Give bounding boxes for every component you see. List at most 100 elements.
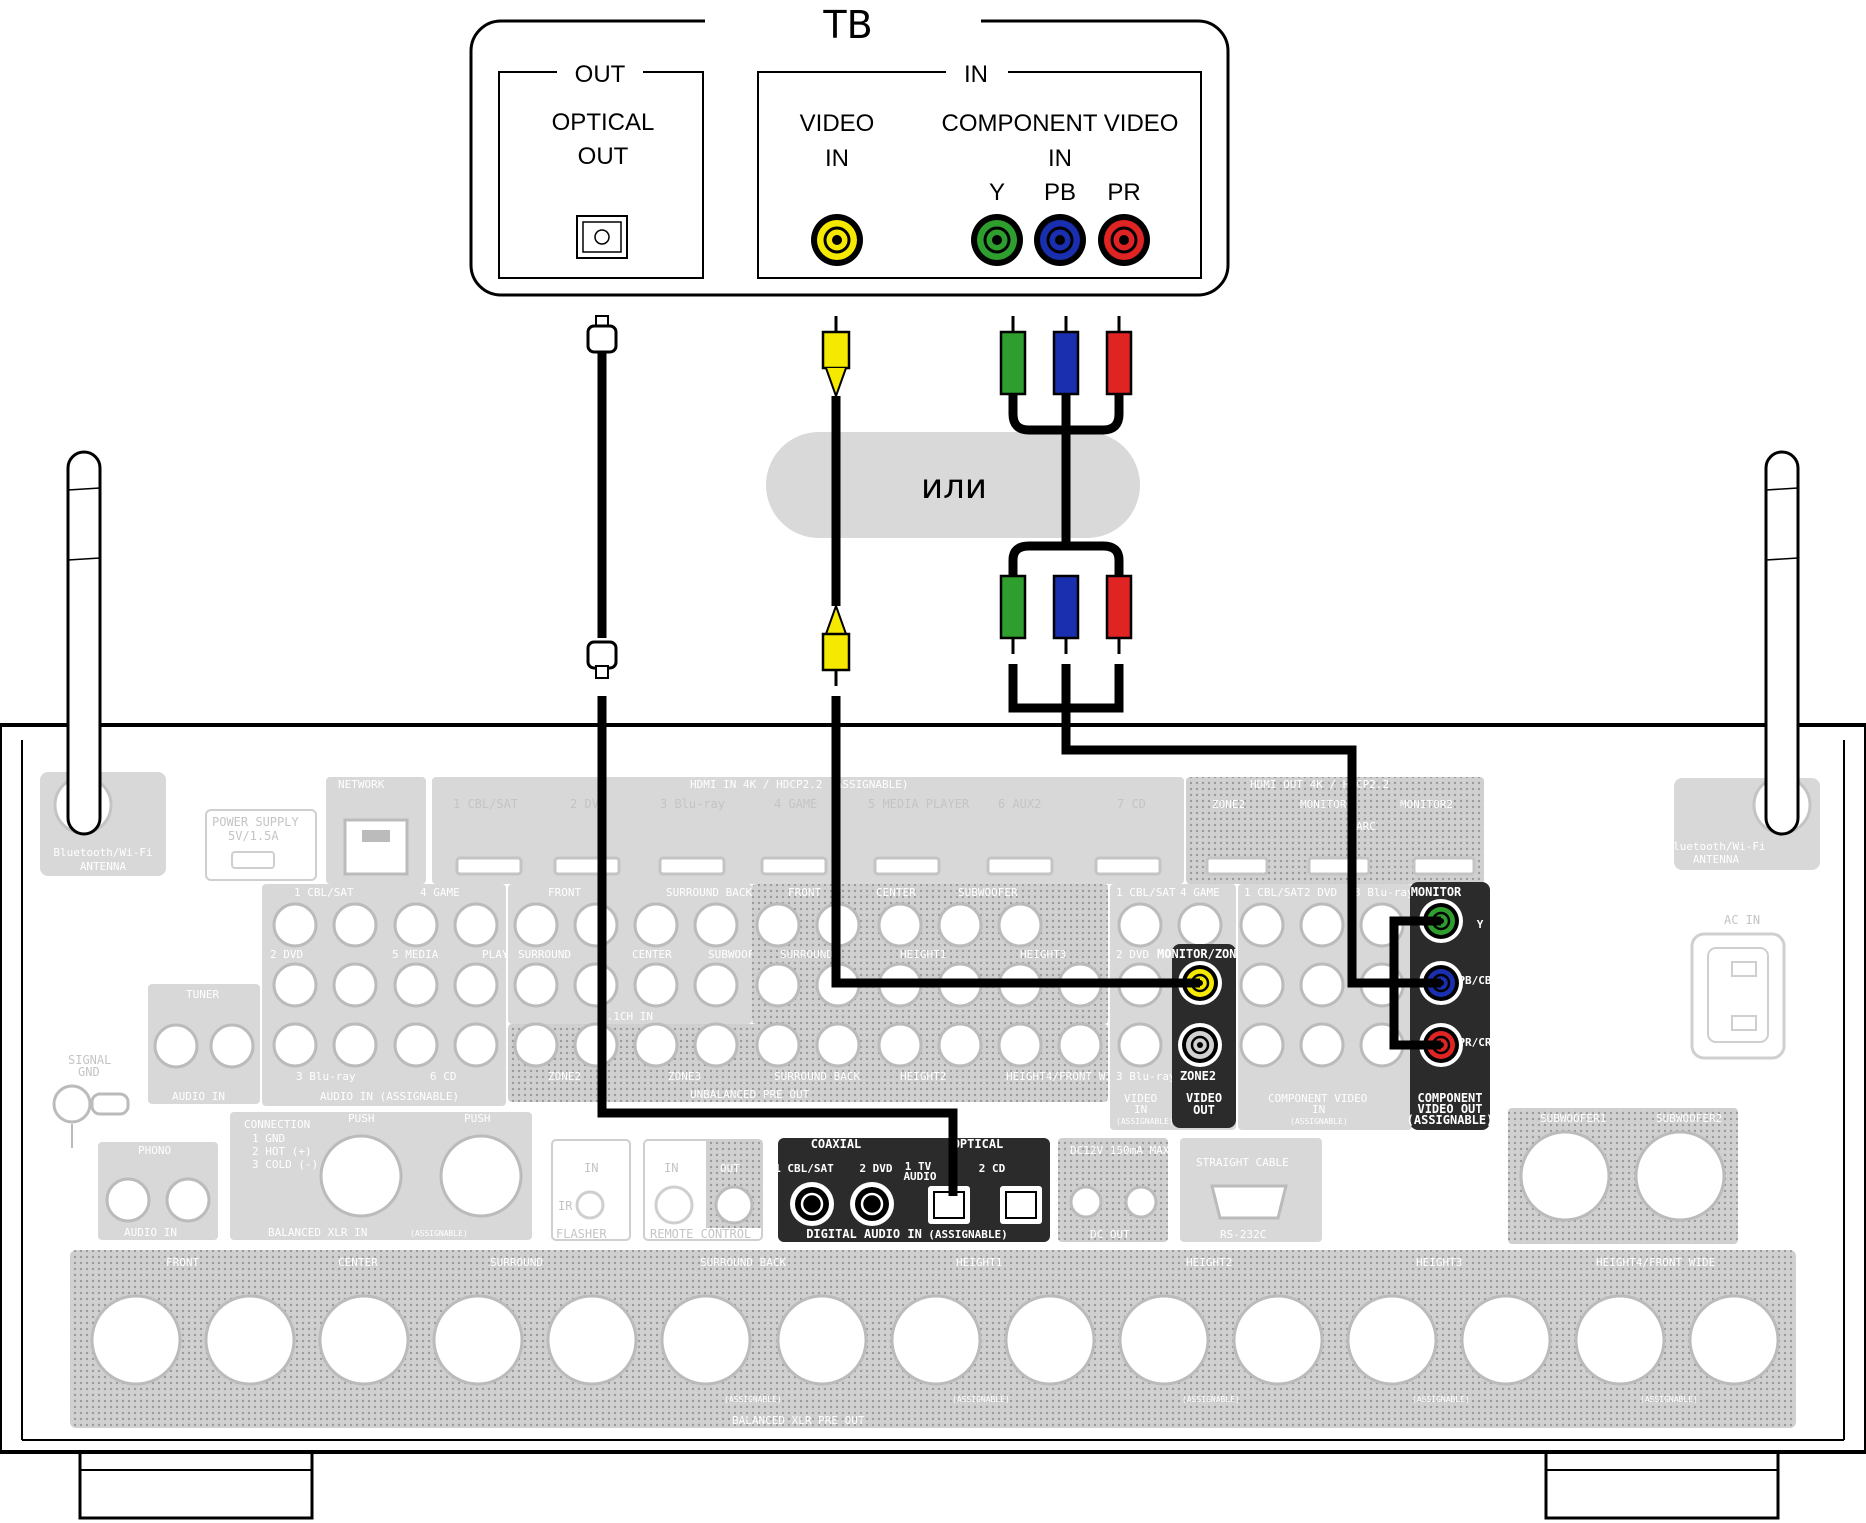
coaxial-1-jack[interactable] bbox=[790, 1182, 834, 1226]
svg-text:SUBWOOFER: SUBWOOFER bbox=[958, 886, 1018, 899]
svg-text:MONITOR2: MONITOR2 bbox=[1400, 798, 1453, 811]
tv-optical-out-port[interactable] bbox=[576, 215, 628, 259]
svg-text:ZONE2: ZONE2 bbox=[1180, 1069, 1216, 1083]
svg-text:SURROUND BACK: SURROUND BACK bbox=[666, 886, 752, 899]
svg-text:AUDIO IN (ASSIGNABLE): AUDIO IN (ASSIGNABLE) bbox=[320, 1090, 459, 1103]
svg-text:VIDEO OUT: VIDEO OUT bbox=[1417, 1102, 1482, 1116]
ac-inlet: AC IN bbox=[1690, 913, 1786, 1060]
svg-text:4 GAME: 4 GAME bbox=[774, 797, 817, 811]
svg-text:ANTENNA: ANTENNA bbox=[80, 860, 127, 873]
svg-text:CENTER: CENTER bbox=[876, 886, 916, 899]
video-out-section: MONITOR/ZONE2 ZONE2 VIDEO OUT bbox=[1157, 944, 1251, 1128]
svg-text:(ASSIGNABLE): (ASSIGNABLE) bbox=[724, 1395, 782, 1404]
coaxial-2-jack[interactable] bbox=[850, 1182, 894, 1226]
tv-y-jack[interactable] bbox=[971, 214, 1023, 266]
svg-text:BALANCED XLR PRE OUT: BALANCED XLR PRE OUT bbox=[732, 1414, 865, 1427]
svg-text:6 CD: 6 CD bbox=[430, 1070, 457, 1083]
y-label: Y bbox=[989, 179, 1005, 206]
svg-text:1 CBL/SAT: 1 CBL/SAT bbox=[774, 1162, 834, 1175]
hdmi-out-section: HDMI OUT 4K / HDCP2.2 ZONE2 MONITOR1 ARC… bbox=[1186, 777, 1484, 884]
svg-text:COAXIAL: COAXIAL bbox=[811, 1137, 862, 1151]
video-out-zone2-jack[interactable] bbox=[1178, 1023, 1222, 1067]
svg-text:3 Blu-ray: 3 Blu-ray bbox=[660, 797, 725, 811]
av-receiver-rear-panel: Bluetooth/Wi-Fi ANTENNA Bluetooth/Wi-Fi … bbox=[0, 450, 1866, 1520]
balanced-xlr-in-section: CONNECTION 1 GND 2 HOT (+) 3 COLD (-) PU… bbox=[230, 1112, 532, 1240]
svg-text:IN: IN bbox=[1312, 1103, 1325, 1116]
svg-text:AUDIO IN: AUDIO IN bbox=[172, 1090, 225, 1103]
svg-text:MONITOR1: MONITOR1 bbox=[1300, 798, 1353, 811]
svg-text:1 CBL/SAT: 1 CBL/SAT bbox=[453, 797, 518, 811]
svg-text:SURROUND BACK: SURROUND BACK bbox=[700, 1256, 786, 1269]
component-video-out-section: MONITOR Y PB/CB PR/CR COMPONENT VIDEO OU… bbox=[1407, 882, 1493, 1130]
svg-text:HEIGHT2: HEIGHT2 bbox=[900, 1070, 946, 1083]
svg-text:FRONT: FRONT bbox=[548, 886, 581, 899]
svg-text:1 CBL/SAT: 1 CBL/SAT bbox=[1244, 886, 1304, 899]
svg-text:SURROUND: SURROUND bbox=[780, 948, 833, 961]
svg-text:SURROUND BACK: SURROUND BACK bbox=[774, 1070, 860, 1083]
svg-text:RS-232C: RS-232C bbox=[1220, 1228, 1266, 1241]
or-label: или bbox=[921, 467, 987, 507]
svg-text:(ASSIGNABLE): (ASSIGNABLE) bbox=[1290, 1117, 1348, 1126]
svg-text:VIDEO: VIDEO bbox=[1124, 1092, 1157, 1105]
network-port: NETWORK bbox=[326, 777, 426, 884]
svg-text:6 AUX2: 6 AUX2 bbox=[998, 797, 1041, 811]
optical-plug-bottom bbox=[586, 640, 618, 679]
svg-text:(ASSIGNABLE): (ASSIGNABLE) bbox=[1640, 1395, 1698, 1404]
hdmi-in-section: HDMI IN 4K / HDCP2.2 (ASSIGNABLE) 1 CBL/… bbox=[432, 777, 1184, 884]
svg-text:ZONE2: ZONE2 bbox=[548, 1070, 581, 1083]
svg-text:2 HOT (+): 2 HOT (+) bbox=[252, 1145, 312, 1158]
svg-text:1 CBL/SAT: 1 CBL/SAT bbox=[1116, 886, 1176, 899]
svg-text:SUBWOOFER1: SUBWOOFER1 bbox=[1540, 1112, 1606, 1125]
svg-text:COMPONENT: COMPONENT bbox=[1417, 1091, 1482, 1105]
svg-text:AUDIO: AUDIO bbox=[903, 1170, 936, 1183]
component-video-in-label-2: IN bbox=[1048, 145, 1072, 172]
tv-title: ТВ bbox=[822, 3, 872, 47]
tv-panel: ТВ OUT OPTICAL OUT IN VIDEO IN COMPONENT… bbox=[469, 3, 1230, 297]
svg-text:FLASHER: FLASHER bbox=[556, 1227, 607, 1241]
svg-text:CENTER: CENTER bbox=[632, 948, 672, 961]
optical-2-cd-port[interactable] bbox=[1000, 1186, 1042, 1224]
svg-text:SUBWOOFER2: SUBWOOFER2 bbox=[1656, 1112, 1722, 1125]
svg-text:ZONE3: ZONE3 bbox=[668, 1070, 701, 1083]
multichannel-in-section: FRONT SURROUND BACK SURROUND CENTER SUBW… bbox=[508, 884, 768, 1024]
tv-pr-jack[interactable] bbox=[1098, 214, 1150, 266]
svg-text:ARC: ARC bbox=[1356, 820, 1376, 833]
svg-text:2 DVD: 2 DVD bbox=[570, 797, 606, 811]
tv-pb-jack[interactable] bbox=[1034, 214, 1086, 266]
svg-text:(ASSIGNABLE): (ASSIGNABLE) bbox=[952, 1395, 1010, 1404]
svg-text:GND: GND bbox=[78, 1065, 100, 1079]
svg-text:2 DVD: 2 DVD bbox=[859, 1162, 892, 1175]
svg-text:PUSH: PUSH bbox=[348, 1112, 375, 1125]
svg-text:(ASSIGNABLE): (ASSIGNABLE) bbox=[928, 1228, 1007, 1241]
svg-text:4 GAME: 4 GAME bbox=[1180, 886, 1220, 899]
svg-text:IN: IN bbox=[664, 1161, 678, 1175]
svg-text:HEIGHT3: HEIGHT3 bbox=[1020, 948, 1066, 961]
optical-plug-top bbox=[586, 315, 618, 354]
dc-out-section: DC12V 150mA MAX DC OUT bbox=[1058, 1138, 1170, 1242]
svg-text:POWER SUPPLY: POWER SUPPLY bbox=[212, 815, 299, 829]
component-video-in-label: COMPONENT VIDEO bbox=[942, 110, 1179, 137]
svg-text:OPTICAL: OPTICAL bbox=[953, 1137, 1004, 1151]
svg-text:7.1CH IN: 7.1CH IN bbox=[600, 1010, 653, 1023]
svg-text:HEIGHT4/FRONT WIDE: HEIGHT4/FRONT WIDE bbox=[1596, 1256, 1715, 1269]
optical-cable bbox=[586, 315, 958, 1196]
svg-text:1 TV: 1 TV bbox=[905, 1160, 932, 1173]
svg-text:3 Blu-ray: 3 Blu-ray bbox=[1116, 1070, 1176, 1083]
svg-text:(ASSIGNABLE): (ASSIGNABLE) bbox=[410, 1229, 468, 1238]
svg-text:1 CBL/SAT: 1 CBL/SAT bbox=[294, 886, 354, 899]
svg-text:IR: IR bbox=[558, 1199, 573, 1213]
svg-text:(ASSIGNABLE): (ASSIGNABLE) bbox=[1182, 1395, 1240, 1404]
svg-text:PR/CR: PR/CR bbox=[1458, 1036, 1491, 1049]
digital-audio-in-section: COAXIAL OPTICAL 1 CBL/SAT 2 DVD 1 TV AUD… bbox=[774, 1137, 1050, 1242]
svg-text:HEIGHT4/FRONT WIDE: HEIGHT4/FRONT WIDE bbox=[1006, 1070, 1125, 1083]
bluetooth-wifi-antenna-right: Bluetooth/Wi-Fi ANTENNA bbox=[1666, 450, 1820, 870]
svg-text:VIDEO: VIDEO bbox=[1186, 1091, 1222, 1105]
tv-out-label: OUT bbox=[575, 61, 626, 88]
audio-in-section: 1 CBL/SAT 4 GAME 2 DVD 5 MEDIA PLAYER 3 … bbox=[262, 884, 522, 1106]
subwoofer-xlr-section: SUBWOOFER1 SUBWOOFER2 bbox=[1508, 1108, 1738, 1244]
tv-video-in-jack[interactable] bbox=[811, 214, 863, 266]
unbalanced-pre-out-section: FRONT CENTER SUBWOOFER SURROUND HEIGHT1 … bbox=[508, 884, 1125, 1102]
svg-text:STRAIGHT CABLE: STRAIGHT CABLE bbox=[1196, 1156, 1289, 1169]
signal-gnd-terminal: SIGNAL GND bbox=[52, 1053, 130, 1148]
